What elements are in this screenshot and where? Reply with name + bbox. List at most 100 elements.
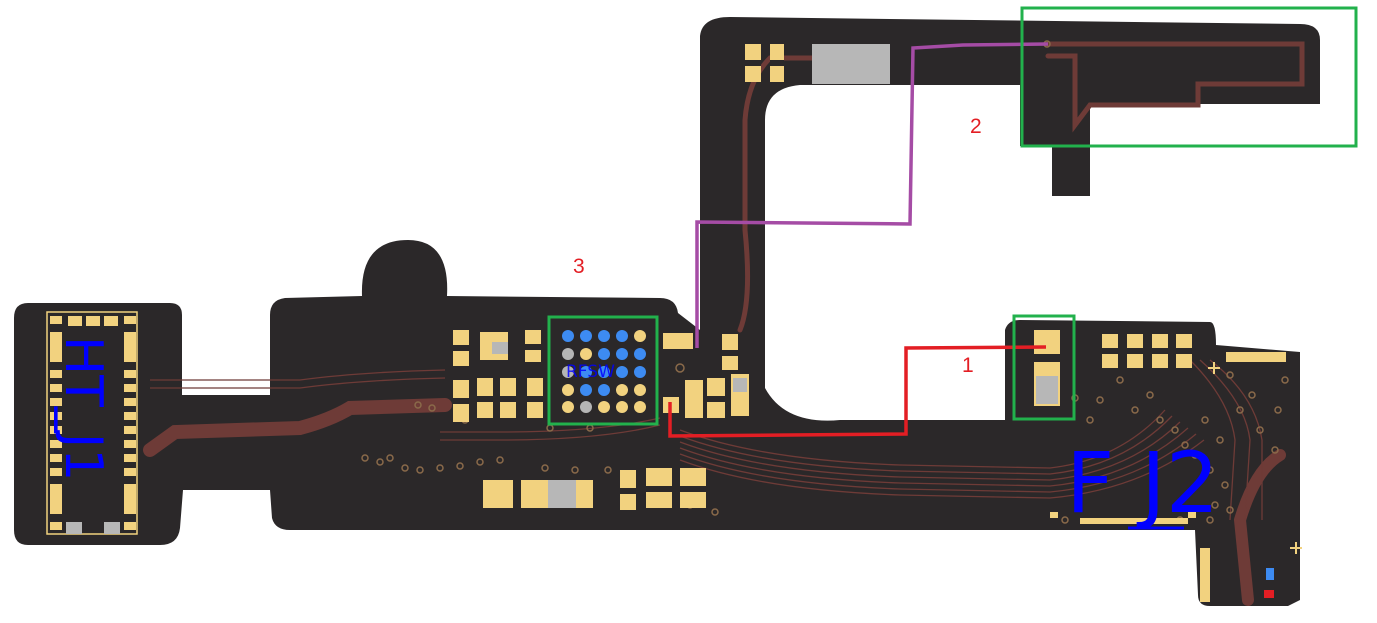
bga-ball-item [580,330,592,342]
bga-ball-item [616,384,628,396]
fanout-trace-item [1209,359,1263,520]
connector-ht-j1-pads [50,316,136,530]
component-grey-bodie-item [733,378,747,392]
via-item [1271,446,1279,454]
via-item [711,508,719,516]
via-item [1248,391,1256,399]
silkscreen-f-j2: F J2 [1066,434,1219,532]
highlight-box-1 [1012,314,1076,421]
connector-ht-j1-pad-item [124,484,136,514]
trace-antenna-element [1045,41,1305,133]
component-bodie-item [453,345,469,351]
via-item [1131,406,1139,414]
component-bodie-item [722,350,738,356]
trace-ht-j1-main [143,398,452,457]
connector-ht-j1-pad-item [124,412,136,420]
connector-f-j2: F J2 [1050,352,1302,602]
fanout-trace-item [1199,359,1251,521]
bga-ball-item [598,384,610,396]
via-item [1096,396,1104,404]
component-grey-bodie-item [548,480,576,508]
fanout-traces [150,359,1263,521]
connector-ht-j1-bodies [66,522,120,534]
fanout-trace-item [1189,359,1236,521]
component-bodie-item [1176,348,1192,354]
bga-ball-item [634,330,646,342]
via-item [1256,426,1264,434]
resistor-pad [685,380,703,418]
via-item [414,401,422,409]
connector-ht-j1-pad-item [68,316,82,326]
via-item [1211,501,1219,509]
component-bodie-item [1127,348,1143,354]
fanout-trace-item [150,369,446,381]
via-item [1221,481,1229,489]
connector-ht-j1-pad-item [50,522,62,530]
via-item [1281,376,1289,384]
via-item [675,363,685,373]
resistor-pad [663,333,693,349]
connector-f-j2-top-pin-item [1226,352,1286,362]
callout-label-1: 1 [962,354,974,377]
connector-ht-j1-pad-item [124,522,136,530]
connector-ht-j1-pad-item [50,398,62,406]
connector-f-j2-side-pins [1050,512,1210,602]
connector-ht-j1-pad-item [124,398,136,406]
component-bodie-item [707,396,725,402]
fanout-trace-item [679,421,1181,481]
connector-ht-j1-pad-item [124,316,136,324]
connector-ht-j1-pad-item [124,370,136,378]
via-item [1061,516,1069,524]
fanout-trace-item [679,409,1166,469]
connector-ht-j1-pad-item [50,316,62,324]
via-item [1201,416,1209,424]
via-item [428,404,436,412]
connector-ht-j1-pad-item [50,440,62,448]
bga-ball-item [598,401,610,413]
via-item [361,454,369,462]
connector-f-j2-side-pin-item [1200,548,1210,602]
component-bodie-item [745,60,761,66]
bga-ball-item [580,401,592,413]
wire-2-purple [695,42,1049,348]
connector-f-j2-red-pin [1264,590,1274,598]
bga-ball-item [598,330,610,342]
component-bodie-item [770,60,784,66]
bga-ball-item [580,384,592,396]
via-item [386,454,394,462]
highlight-box-2 [1020,6,1358,148]
component-bodie-item [525,344,541,350]
component-bodie-item [1152,348,1168,354]
via-item [456,462,464,470]
bga-ball-item [598,366,610,378]
via-item [1191,451,1199,459]
inductor-pad [483,480,593,508]
via-item [604,466,612,474]
connector-f-j2-blue-pin-item [1266,568,1274,580]
connector-ht-j1-pad-item [124,426,136,434]
connector-ht-j1-pad-item [50,468,62,476]
via-item [1146,391,1154,399]
connector-ht-j1-outline [46,311,138,535]
bga-balls [562,330,646,413]
connector-ht-j1-pad-item [124,440,136,448]
via-item [571,466,579,474]
fanout-trace-item [679,439,1205,499]
silkscreen-ht-j1: HT_J1 [53,336,113,481]
component-bodie-item [620,488,636,494]
via-item [376,458,384,466]
bga-ball-item [634,384,646,396]
connector-ht-j1-pad-item [124,454,136,462]
connector-ht-j1-bodie-item [104,522,120,534]
bga-ball-item [598,348,610,360]
bga-ball-item [562,348,574,360]
wire-1-red [668,345,1047,438]
via-item [1206,516,1214,524]
connector-ht-j1-pad-item [124,468,136,476]
bga-chip: RFSW [558,326,650,418]
bga-ball-item [562,401,574,413]
trace-j2-stub [1233,449,1286,606]
connector-f-j2-side-pin-item [1188,512,1196,518]
bga-ball-item [562,330,574,342]
